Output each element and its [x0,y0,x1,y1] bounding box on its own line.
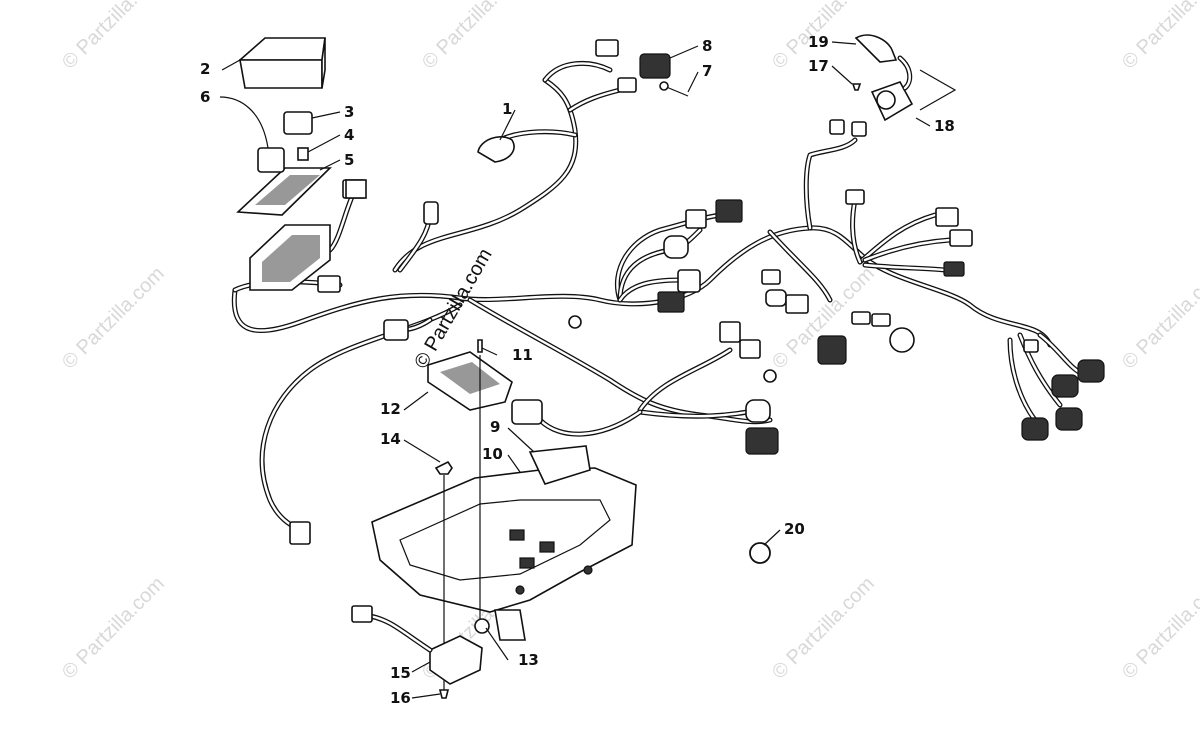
connector [851,311,871,325]
hose-clamp-part-20 [749,542,771,564]
callout-2: 2 [200,60,210,78]
connector [1055,407,1083,431]
connector [761,269,781,285]
connector [657,291,685,313]
connector [765,289,787,307]
connector [289,521,311,545]
watermark: © Partzilla.com [1118,263,1200,374]
connector [871,313,891,327]
callout-9: 9 [490,418,500,436]
callout-19: 19 [808,33,829,51]
connector [383,319,409,341]
callout-16: 16 [390,689,411,707]
callout-3: 3 [344,103,354,121]
callout-8: 8 [702,37,712,55]
fuse-box-cover-part-2 [237,37,326,89]
watermark: © Partzilla.com [58,0,169,74]
connector [739,339,761,359]
cdi-module-part-12 [427,351,513,411]
connector [829,119,845,135]
connector [1023,339,1039,353]
relay-part-3 [283,111,313,135]
callout-11: 11 [512,346,533,364]
sensor-part-8 [639,53,671,79]
fuse-panel-part-5 [236,167,332,216]
connector [745,427,779,455]
connector [817,335,847,365]
callout-15: 15 [390,664,411,682]
bolt-part-16 [438,689,450,699]
bolt-part-11 [477,339,483,353]
fuse-block-connector [345,179,367,199]
watermark: © Partzilla.com [1118,573,1200,684]
connector [677,269,701,293]
connector [1021,417,1049,441]
ring-terminal [763,369,777,383]
fuse-holder-part-1 [477,136,515,163]
connector [595,39,619,57]
connector [851,121,867,137]
connector [785,294,809,314]
callout-20: 20 [784,520,805,538]
connector [511,399,543,425]
nut-part-14 [434,460,453,475]
watermark: © Partzilla.com [768,573,879,684]
relay-part-6 [257,147,285,173]
callout-14: 14 [380,430,401,448]
watermark: © Partzilla.com [58,573,169,684]
callout-1: 1 [502,100,512,118]
callouts: 1 2 3 4 5 6 7 8 9 10 11 12 13 14 15 16 1… [200,33,955,707]
watermark: © Partzilla.com [1118,0,1200,74]
fuse-part-4 [297,147,309,161]
main-harness [231,39,1105,545]
callout-5: 5 [344,151,354,169]
connector [943,261,965,277]
callout-12: 12 [380,400,401,418]
connector [317,275,341,293]
connector [423,201,439,225]
callout-10: 10 [482,445,503,463]
callout-13: 13 [518,651,539,669]
bracket-part-9 [528,445,591,485]
harness-connectors [289,39,1105,545]
connector [663,235,689,259]
washer-part-13 [474,618,490,634]
connector [845,189,865,205]
leader-lines [219,41,957,699]
connector [715,199,743,223]
connector [949,229,973,247]
spark-plug-cap-part-19 [854,34,913,91]
fuse-block [249,224,331,291]
bolt-head [659,81,669,91]
watermark: © Partzilla.com [58,263,169,374]
connector [685,209,707,229]
battery-tray-part-10 [371,467,637,641]
connector [935,207,959,227]
callout-17: 17 [808,57,829,75]
connector [617,77,637,93]
ignition-coil-part-18 [870,81,914,122]
ring-terminal [568,315,582,329]
connector [745,399,771,423]
connector [1051,374,1079,398]
callout-7: 7 [702,62,712,80]
screw-part-17 [851,83,862,91]
connector [1077,359,1105,383]
callout-18: 18 [934,117,955,135]
watermark: © Partzilla.com [418,0,529,74]
callout-6: 6 [200,88,210,106]
regulator-part-15 [351,605,483,685]
connector [719,321,741,343]
callout-4: 4 [344,126,354,144]
connector [889,327,915,353]
